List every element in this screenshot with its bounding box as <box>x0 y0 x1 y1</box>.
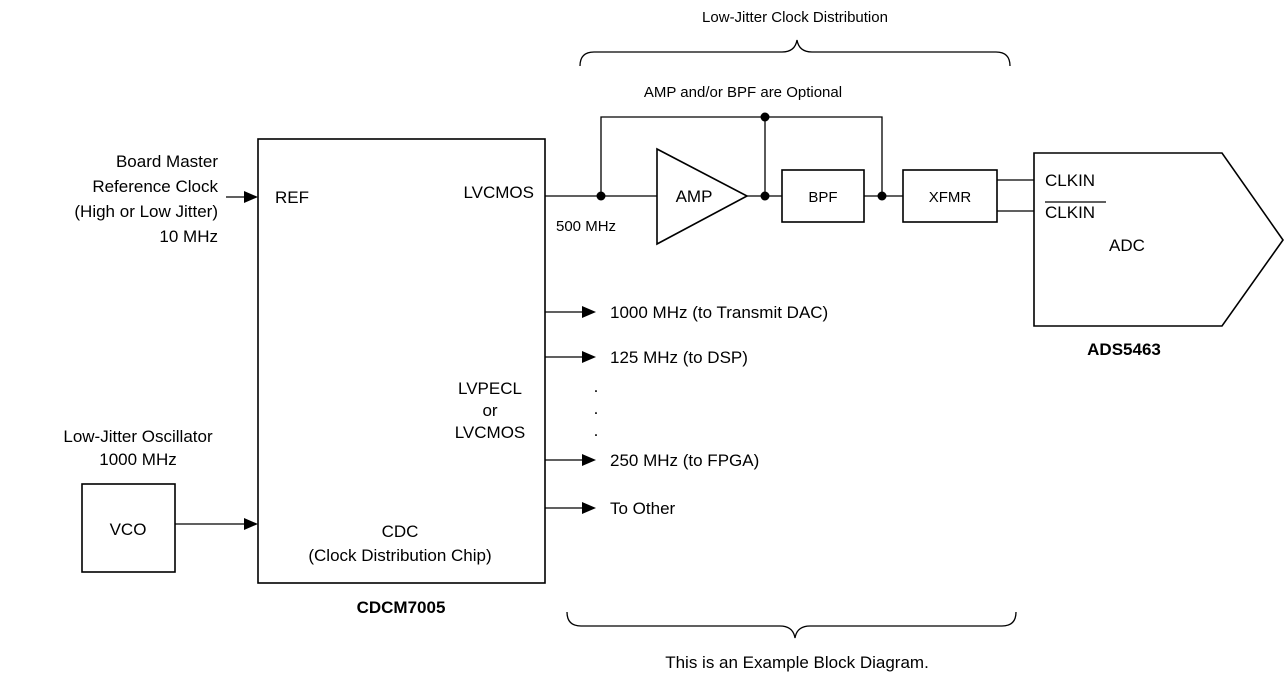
oscillator-line-2: 1000 MHz <box>99 450 176 469</box>
cdc-chip-box <box>257 138 546 584</box>
adc-body <box>1033 152 1284 327</box>
lvpecl-line-2: or <box>482 401 497 420</box>
cdc-name-line-2: (Clock Distribution Chip) <box>308 546 491 565</box>
output-arrow-2 <box>582 351 596 363</box>
output-arrow-4 <box>582 502 596 514</box>
ref-input-arrow <box>244 191 258 203</box>
clkin-label: CLKIN <box>1045 171 1095 190</box>
cdc-part-number: CDCM7005 <box>357 598 446 617</box>
amp-label: AMP <box>676 187 713 206</box>
ellipsis-dot-3: . <box>594 421 599 440</box>
vco-box <box>81 483 176 573</box>
output-label-2: 125 MHz (to DSP) <box>610 348 748 367</box>
reference-line-2: Reference Clock <box>92 177 218 196</box>
bottom-brace <box>566 611 1017 639</box>
clkin-bar-label: CLKIN <box>1045 203 1095 222</box>
lvpecl-line-3: LVCMOS <box>455 423 526 442</box>
output-label-1: 1000 MHz (to Transmit DAC) <box>610 303 828 322</box>
output-arrow-3 <box>582 454 596 466</box>
bpf-label: BPF <box>808 189 837 206</box>
output-label-4: To Other <box>610 499 676 518</box>
bpf-box <box>781 169 865 223</box>
amp-triangle <box>656 147 749 246</box>
vco-output-arrow <box>244 518 258 530</box>
footer-caption: This is an Example Block Diagram. <box>665 653 929 672</box>
freq-label: 500 MHz <box>556 218 616 235</box>
lvcmos-pin-label: LVCMOS <box>463 183 534 202</box>
adc-label: ADC <box>1109 236 1145 255</box>
reference-line-3: (High or Low Jitter) <box>74 202 218 221</box>
adc-part-number: ADS5463 <box>1087 340 1161 359</box>
xfmr-box <box>902 169 998 223</box>
junction-dot-1 <box>596 191 606 201</box>
output-arrow-1 <box>582 306 596 318</box>
reference-clock-label: Board Master Reference Clock (High or Lo… <box>74 152 218 246</box>
output-label-3: 250 MHz (to FPGA) <box>610 451 759 470</box>
junction-dot-2 <box>760 112 770 122</box>
vco-label: VCO <box>110 520 147 539</box>
reference-line-4: 10 MHz <box>159 227 218 246</box>
bypass-path-left <box>600 116 883 196</box>
ellipsis-dot-1: . <box>594 377 599 396</box>
oscillator-line-1: Low-Jitter Oscillator <box>63 427 213 446</box>
xfmr-label: XFMR <box>929 189 972 206</box>
cdc-name-line-1: CDC <box>382 522 419 541</box>
ellipsis-dot-2: . <box>594 399 599 418</box>
top-brace <box>579 39 1011 67</box>
lvpecl-line-1: LVPECL <box>458 379 522 398</box>
optional-note: AMP and/or BPF are Optional <box>644 84 842 101</box>
distribution-title: Low-Jitter Clock Distribution <box>702 9 888 26</box>
reference-line-1: Board Master <box>116 152 218 171</box>
ref-pin-label: REF <box>275 188 309 207</box>
